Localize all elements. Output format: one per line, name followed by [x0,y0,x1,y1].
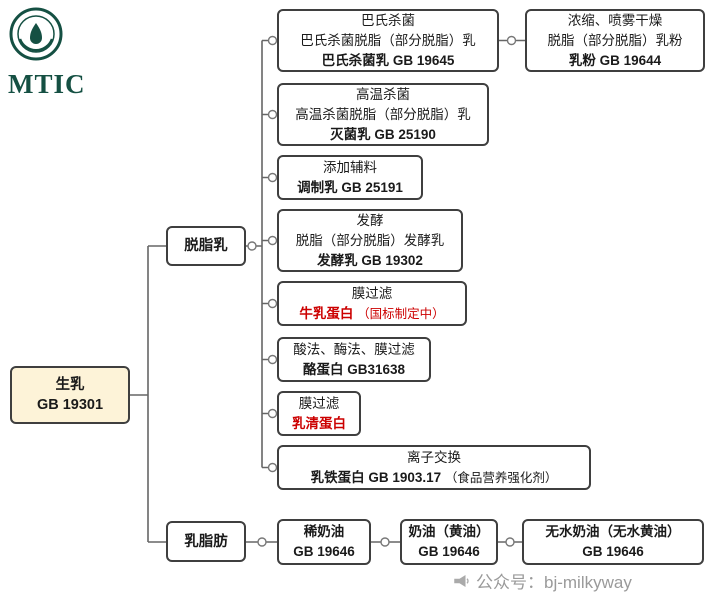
process-label: 巴氏杀菌 [361,12,415,28]
node-cream: 稀奶油 GB 19646 [277,519,371,565]
product-label: 发酵乳 GB 19302 [317,252,423,268]
node-anhydrous-butter: 无水奶油（无水黄油） GB 19646 [522,519,704,565]
watermark-text: 公众号：bj-milkyway [476,573,632,592]
product-label: 灭菌乳 GB 25190 [330,126,436,142]
desc-label: 高温杀菌脱脂（部分脱脂）乳 [295,106,471,122]
mtic-logo: MTIC [8,6,98,100]
node-code: GB 19646 [293,544,355,559]
node-whey-protein: 膜过滤 乳清蛋白 [277,391,361,436]
process-label: 离子交换 [407,449,461,465]
process-label: 浓缩、喷雾干燥 [567,12,663,28]
node-title: 奶油（黄油） [408,524,490,539]
node-casein: 酸法、酶法、膜过滤 酪蛋白 GB31638 [277,337,431,382]
node-title: 无水奶油（无水黄油） [545,524,681,539]
process-label: 酸法、酶法、膜过滤 [293,341,415,357]
node-pasteurized-milk: 巴氏杀菌 巴氏杀菌脱脂（部分脱脂）乳 巴氏杀菌乳 GB 19645 [277,9,499,72]
node-code: GB 19301 [36,397,104,413]
node-code: GB 19646 [418,544,480,559]
node-title: 乳脂肪 [184,533,228,550]
product-label: 乳粉 GB 19644 [568,52,662,68]
node-modulated-milk: 添加辅料 调制乳 GB 25191 [277,155,423,200]
node-milk-fat: 乳脂肪 [166,521,246,562]
node-sterilized-milk: 高温杀菌 高温杀菌脱脂（部分脱脂）乳 灭菌乳 GB 25190 [277,83,489,146]
desc-label: 巴氏杀菌脱脂（部分脱脂）乳 [300,32,476,48]
node-title: 生乳 [55,377,85,393]
process-label: 发酵 [356,212,384,228]
desc-label: 脱脂（部分脱脂）乳粉 [547,32,683,48]
node-code: GB 19646 [582,544,644,559]
node-fermented-milk: 发酵 脱脂（部分脱脂）发酵乳 发酵乳 GB 19302 [277,209,463,272]
junction-dots [247,35,517,547]
node-butter: 奶油（黄油） GB 19646 [400,519,498,565]
product-label: 牛乳蛋白 [299,305,354,321]
megaphone-icon [454,574,469,587]
desc-label: 脱脂（部分脱脂）发酵乳 [295,232,445,248]
product-note: （食品营养强化剂） [444,470,558,485]
node-lactoferrin: 离子交换 乳铁蛋白 GB 1903.17 （食品营养强化剂） [277,445,591,490]
node-raw-milk: 生乳 GB 19301 [10,366,130,424]
process-label: 高温杀菌 [356,86,410,102]
node-milk-powder: 浓缩、喷雾干燥 脱脂（部分脱脂）乳粉 乳粉 GB 19644 [525,9,705,72]
wechat-watermark: 公众号：bj-milkyway [452,568,632,593]
process-label: 膜过滤 [298,395,340,411]
node-bovine-milk-protein: 膜过滤 牛乳蛋白 （国标制定中） [277,281,467,326]
node-skim-milk: 脱脂乳 [166,226,246,266]
product-label: 乳清蛋白 [292,415,346,431]
product-label: 巴氏杀菌乳 GB 19645 [321,52,455,68]
node-title: 稀奶油 [303,524,345,539]
process-label: 膜过滤 [351,285,393,301]
product-note: （国标制定中） [357,306,445,321]
mtic-logo-text: MTIC [8,69,86,99]
node-title: 脱脂乳 [184,238,228,254]
product-label: 酪蛋白 GB31638 [302,361,406,377]
process-label: 添加辅料 [323,159,377,175]
product-label: 调制乳 GB 25191 [297,179,403,195]
product-label: 乳铁蛋白 GB 1903.17 [310,469,442,485]
mtic-logo-emblem [9,7,63,61]
